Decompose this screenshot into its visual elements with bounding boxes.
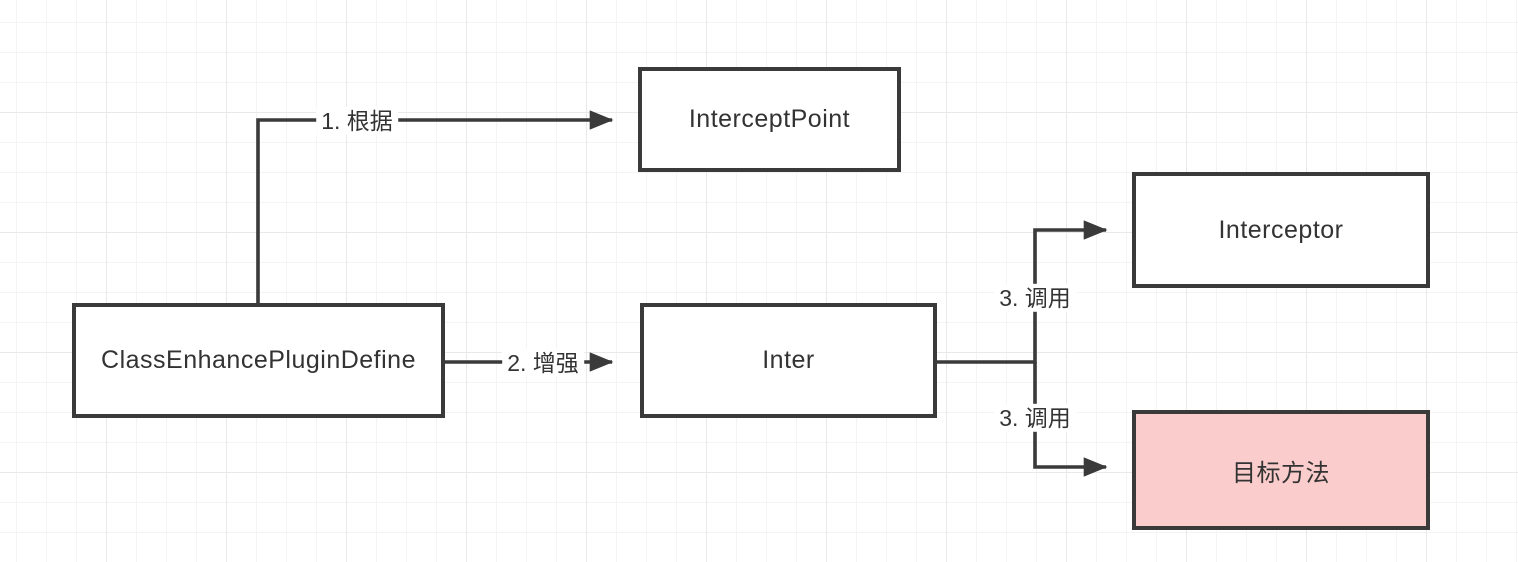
edge-1-genju [256,110,614,303]
node-target-method-label: 目标方法 [1232,459,1330,487]
node-interceptor-label: Interceptor [1218,215,1344,244]
edge-label-2-zengqiang: 2. 增强 [502,348,584,378]
node-interceptor: Interceptor [1132,172,1430,288]
node-inter: Inter [640,303,937,418]
node-class-enhance-plugin-define-label: ClassEnhancePluginDefine [101,346,416,374]
node-intercept-point-label: InterceptPoint [688,105,851,133]
edge-label-4-diaoyong-lower: 3. 调用 [994,403,1076,433]
node-intercept-point: InterceptPoint [638,67,901,172]
node-inter-label: Inter [762,346,815,374]
edge-label-3-diaoyong-upper: 3. 调用 [994,283,1076,313]
node-target-method: 目标方法 [1132,410,1430,530]
node-class-enhance-plugin-define: ClassEnhancePluginDefine [72,303,445,418]
edge-4-diaoyong-target [1033,362,1108,477]
edge-label-1-genju: 1. 根据 [316,106,398,136]
